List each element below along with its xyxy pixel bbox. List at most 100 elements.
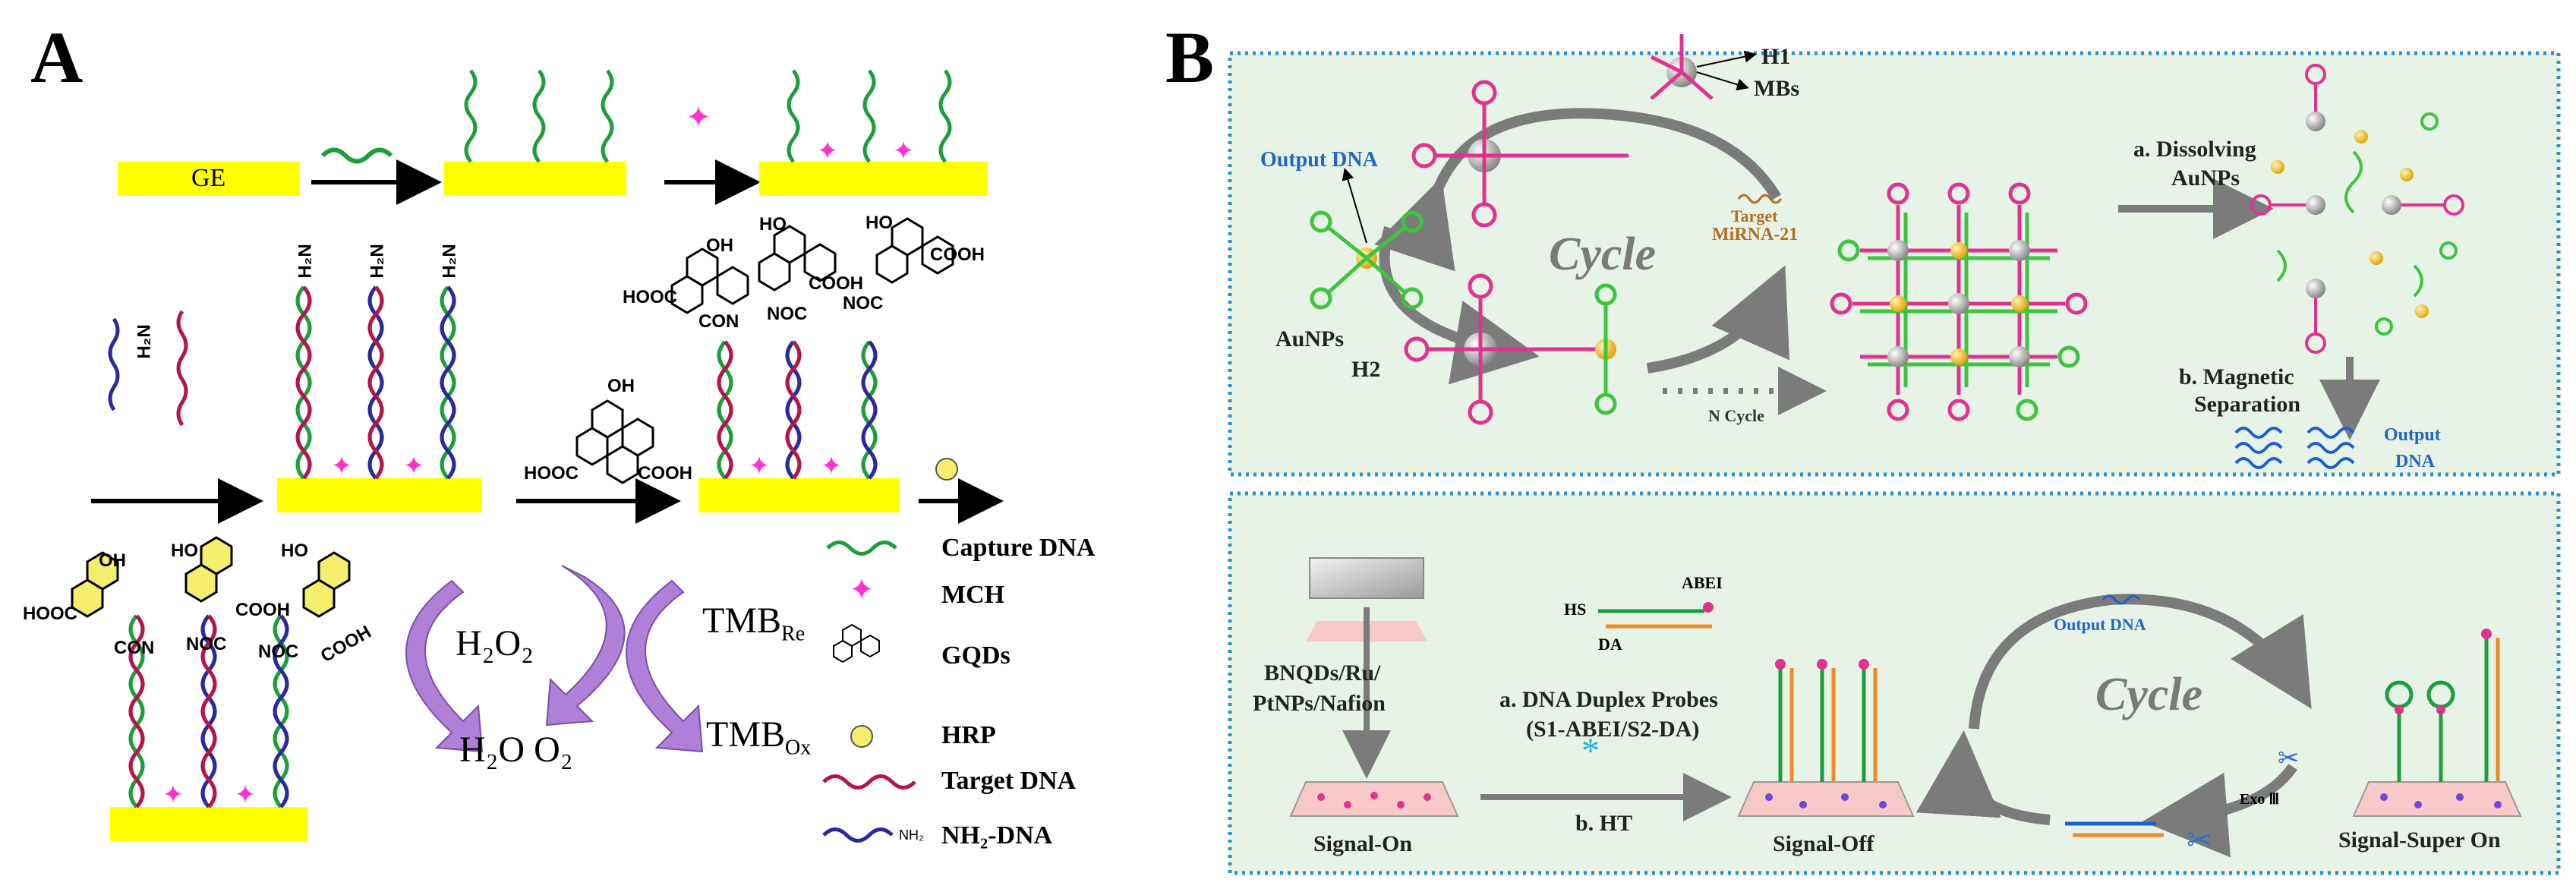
output-dna-word: DNA: [2395, 452, 2435, 471]
double-helices: [295, 285, 456, 480]
signal-off-electrode: [1737, 781, 1915, 817]
nh2-dna-strand: [108, 317, 120, 411]
super-on-electrode: [2352, 781, 2522, 817]
exo-label: Exo Ⅲ: [2240, 791, 2280, 808]
step-a-line2: AuNPs: [2171, 165, 2240, 191]
legend-mch: MCH: [941, 581, 1005, 609]
svg-text:✦: ✦: [821, 452, 843, 481]
super-on-probes: [2385, 629, 2500, 782]
legend-gqds: GQDs: [941, 641, 1011, 670]
signal-on-label: Signal-On: [1313, 831, 1413, 856]
legend-nh2-glyph: [822, 827, 894, 843]
bottom-cycle-left: [1915, 730, 2051, 825]
mb-cluster: [2250, 64, 2464, 354]
mb-hairpin-probes: [1404, 34, 1757, 425]
legend-hrp-glyph: [850, 725, 873, 748]
gqd-oh: OH: [607, 376, 635, 396]
panel-a: ✦ ✦✦ ✦✦: [71, 69, 1004, 843]
svg-text:✦: ✦: [235, 781, 257, 809]
capture-dna-strands: [787, 69, 952, 163]
target-mirna-glyph: [1737, 194, 1783, 204]
redox-cycle-arrows: [405, 565, 704, 753]
gqd-hrp-structures: [71, 536, 351, 618]
bottom-cycle-label: Cycle: [2095, 669, 2203, 720]
gqd-structure: [575, 399, 654, 484]
cycle-arrow-upper: [1374, 108, 1782, 272]
row3-con: CON: [114, 638, 155, 658]
row3-oh: OH: [99, 550, 126, 571]
row3-hooc: HOOC: [23, 604, 77, 624]
panel-b-letter: B: [1165, 17, 1215, 98]
step-a-line1: a. Dissolving: [2133, 137, 2256, 162]
bnqds-line1: BNQDs/Ru/: [1264, 660, 1381, 686]
gqd1-con: CON: [698, 311, 739, 332]
hs-label: HS: [1564, 600, 1587, 619]
released-duplex: [2065, 821, 2164, 837]
target-label: Target: [1731, 206, 1778, 225]
ht-label: b. HT: [1575, 811, 1633, 836]
duplex-probe-glyph: [1598, 602, 1714, 629]
gold-electrode: [277, 478, 482, 512]
h2n-label-3: H₂N: [439, 244, 460, 279]
gqd3-ho: HO: [865, 213, 893, 233]
svg-text:✦: ✦: [403, 452, 425, 481]
mch-stars: ✦✦: [331, 452, 425, 481]
output-dna-glyph: [2101, 594, 2141, 605]
mirna-label: MiRNA-21: [1712, 225, 1799, 244]
mch-stars: ✦✦: [817, 137, 915, 165]
bnqds-line2: PtNPs/Nafion: [1253, 691, 1386, 716]
tmb-re-label: TMBRe: [702, 600, 806, 646]
gqd3-noc: NOC: [843, 293, 884, 314]
aunps-label: AuNPs: [1275, 326, 1345, 351]
legend-target-glyph: [822, 774, 916, 790]
svg-text:✦: ✦: [749, 452, 771, 481]
capture-dna-strand: [320, 147, 393, 164]
h2n-label: H₂N: [134, 324, 155, 359]
row3-ho2: HO: [281, 541, 308, 561]
signal-off-label: Signal-Off: [1773, 831, 1874, 856]
legend-nh2-dna: NH₂-DNA: [941, 821, 1053, 849]
row3-noc2: NOC: [258, 641, 299, 662]
gqd1-oh: OH: [706, 235, 733, 256]
aunp-h2-probe: [1310, 168, 1424, 310]
signal-off-dots: [1765, 793, 1887, 808]
gqd2-cooh: COOH: [809, 273, 863, 294]
h2o2-label: H₂O₂: [456, 623, 534, 663]
h2-label: H2: [1351, 357, 1381, 382]
gold-electrode: [110, 807, 307, 841]
mch-stars: ✦✦: [749, 452, 843, 481]
legend-nh2-small: NH₂: [899, 827, 924, 843]
mch-star: ✦: [686, 100, 711, 134]
abei-label: ABEI: [1682, 573, 1723, 592]
gold-electrode: [698, 478, 900, 512]
super-on-dots: [2380, 793, 2502, 808]
output-dna-label: Output DNA: [1260, 148, 1378, 172]
gqd3-cooh: COOH: [930, 244, 985, 265]
ge-label: GE: [191, 164, 226, 192]
gold-electrode: [444, 162, 626, 196]
svg-text:✦: ✦: [331, 452, 353, 481]
legend-gqd-glyph: [833, 623, 880, 663]
probes-line2: (S1-ABEI/S2-DA): [1526, 717, 1700, 742]
gqd-cooh: COOH: [638, 463, 692, 484]
panel-a-letter: A: [30, 17, 84, 98]
tmb-ox-label: TMBOx: [706, 714, 812, 760]
exo-scissors-icon: ✂: [2278, 745, 2300, 773]
da-label: DA: [1598, 635, 1622, 654]
capture-dna-strands: [464, 69, 614, 163]
signal-off-probes: [1775, 659, 1878, 782]
bottom-output-dna: Output DNA: [2054, 615, 2146, 634]
double-helices: [128, 614, 289, 808]
electrode-plate: [1309, 557, 1424, 599]
double-helices: [717, 340, 878, 480]
output-label: Output: [2384, 425, 2441, 445]
probes-line1: a. DNA Duplex Probes: [1499, 687, 1718, 712]
gqd2-noc: NOC: [767, 304, 808, 324]
panel-b: * ✂ ✂: [1228, 34, 2561, 875]
step-b-line1: b. Magnetic: [2179, 364, 2294, 389]
row3-noc1: NOC: [186, 634, 227, 654]
h2n-label-1: H₂N: [295, 244, 316, 279]
gqd-hooc: HOOC: [524, 463, 579, 484]
legend-hrp: HRP: [941, 721, 996, 749]
